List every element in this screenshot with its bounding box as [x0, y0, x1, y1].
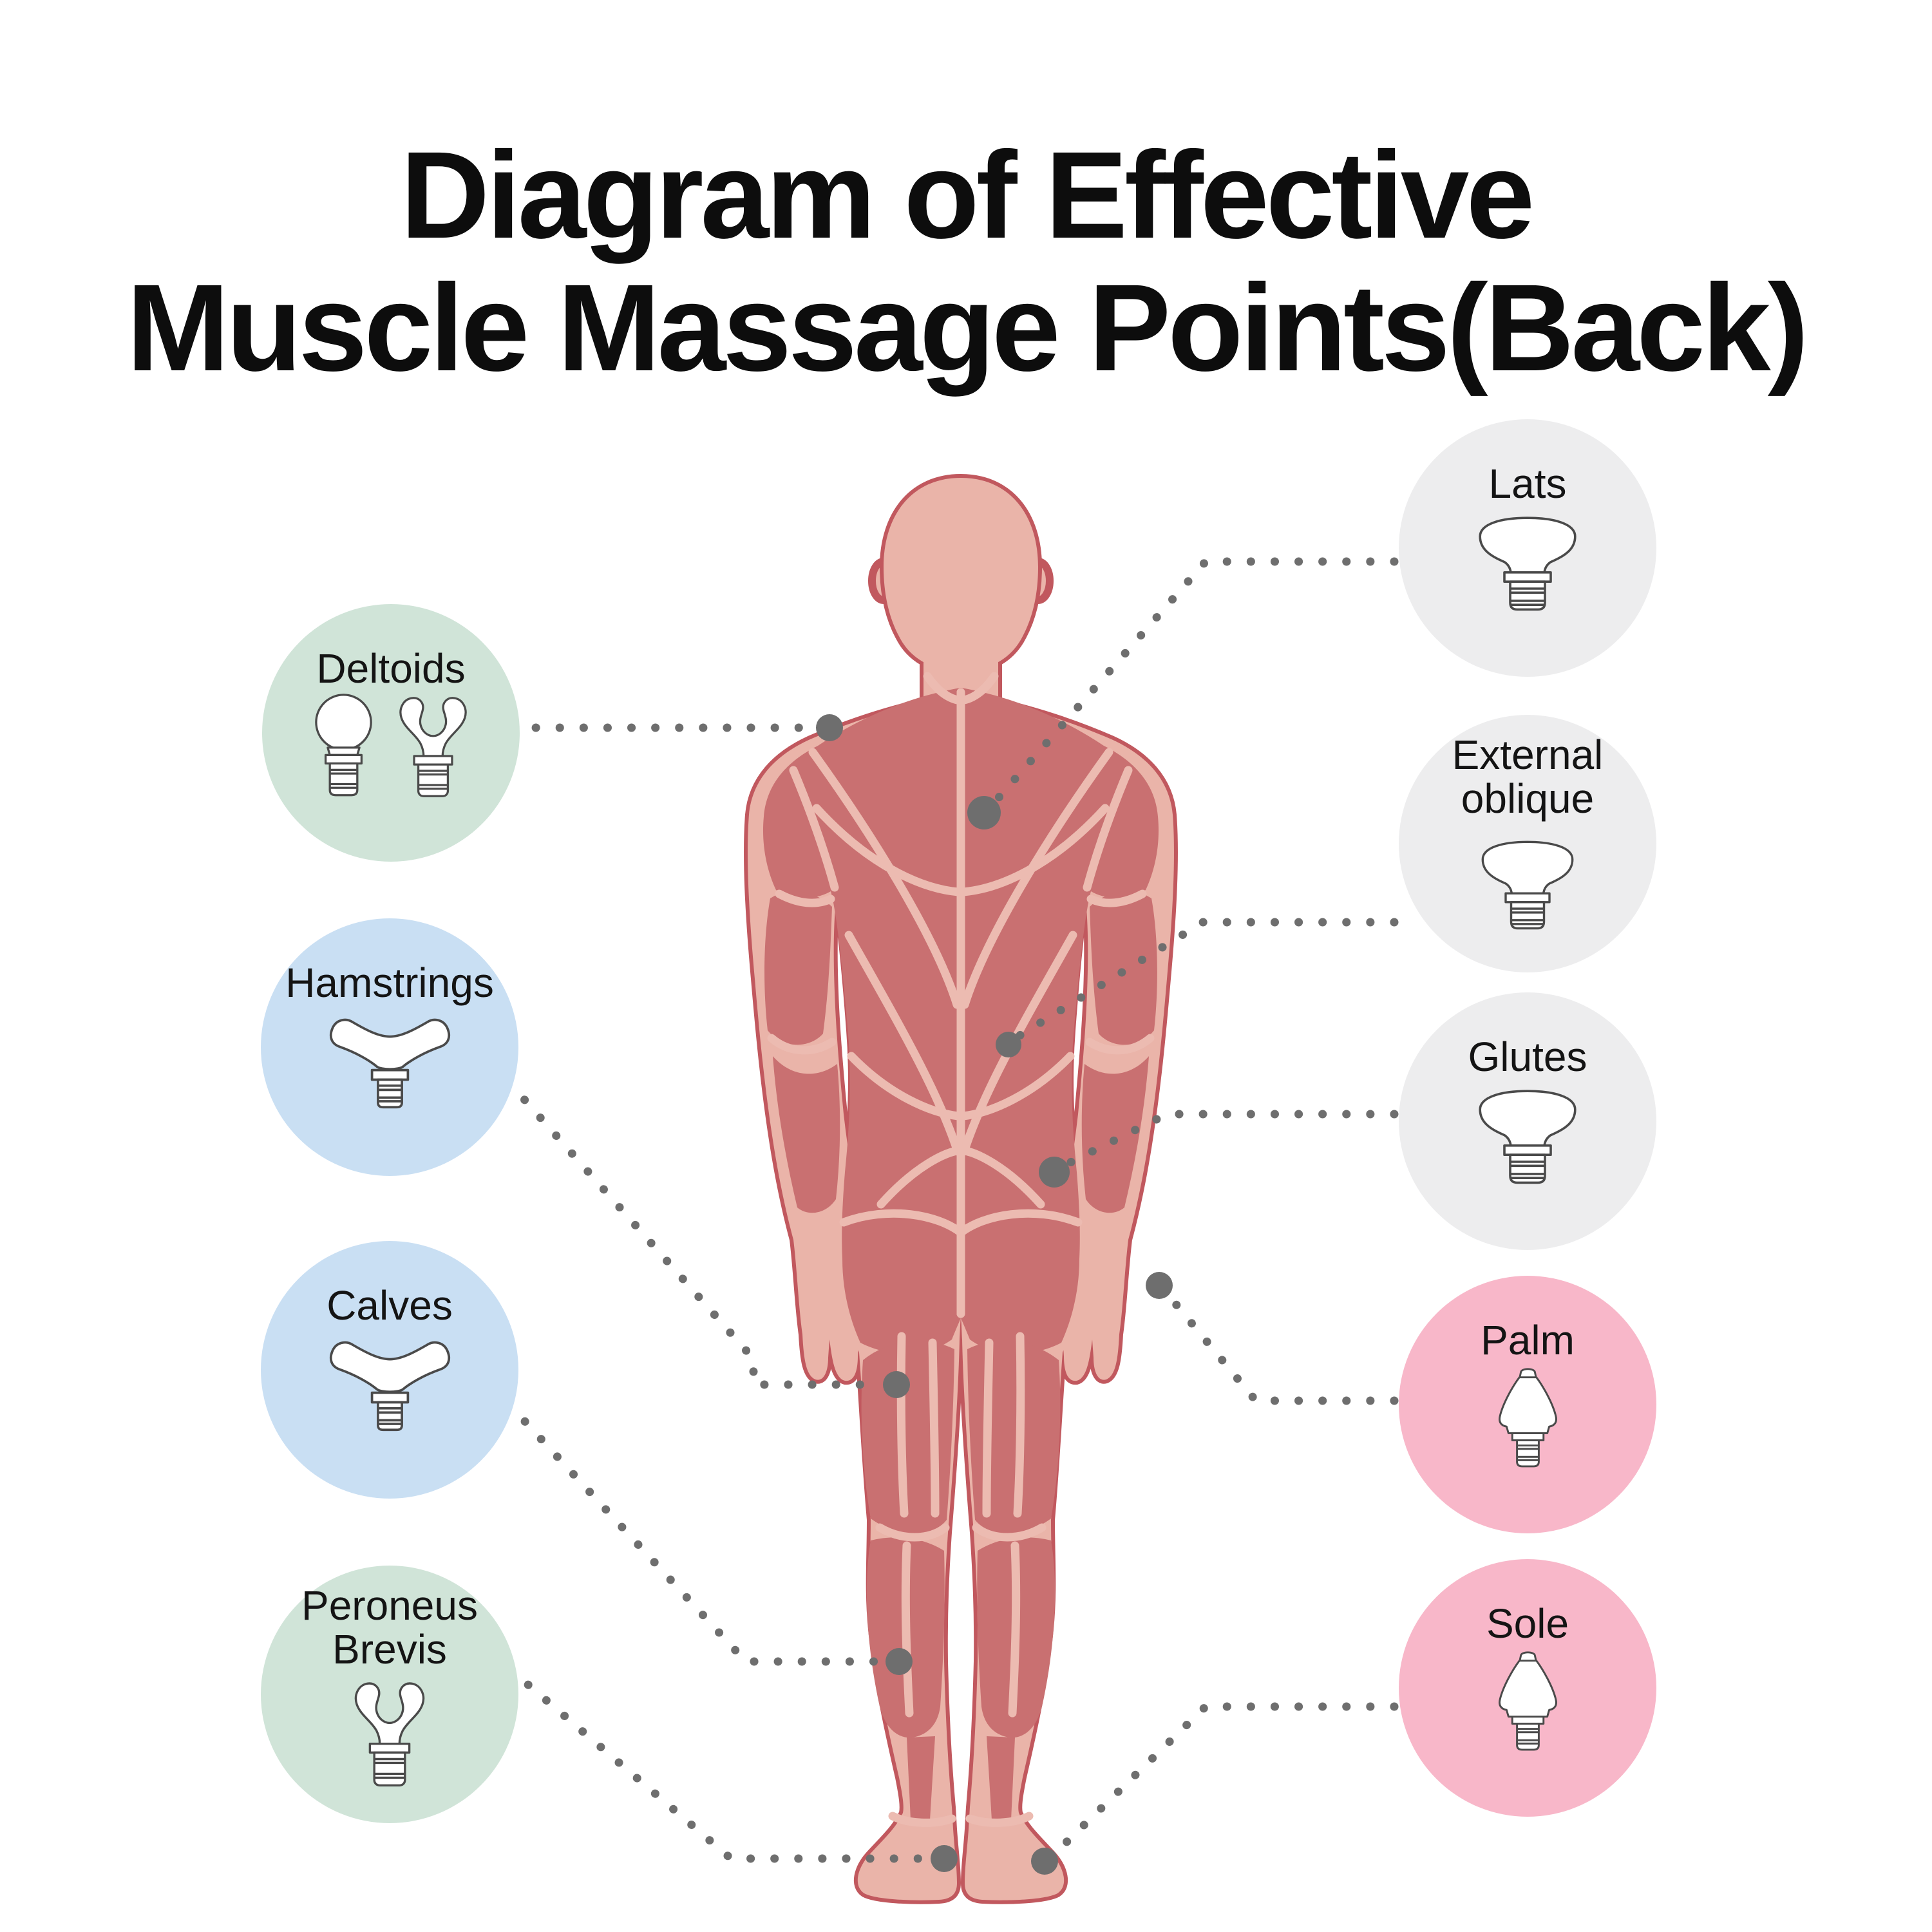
legend-calves-label: Calves — [327, 1282, 453, 1329]
legend-palm-label: Palm — [1481, 1317, 1575, 1363]
legend-deltoids: Deltoids — [262, 604, 520, 862]
cone-head-icon — [1498, 1368, 1557, 1468]
flat-curved-head-icon — [329, 1018, 450, 1109]
legend-palm: Palm — [1399, 1276, 1656, 1533]
connector-lines — [504, 557, 1399, 1863]
massage-points — [816, 714, 1173, 1875]
legend-calves: Calves — [261, 1241, 518, 1499]
flat-head-icon — [1479, 516, 1577, 611]
legend-deltoids-label: Deltoids — [316, 645, 466, 692]
legend-calves-icons — [261, 1323, 518, 1439]
massage-point-hamstrings — [883, 1371, 910, 1398]
legend-glutes-label: Glutes — [1468, 1034, 1587, 1080]
legend-sole-icons — [1399, 1642, 1656, 1757]
legend-hamstrings: Hamstrings — [261, 918, 518, 1176]
massage-point-ext-oblique — [996, 1032, 1021, 1057]
flat-head-icon — [1481, 840, 1574, 929]
legend-extobl-line2: oblique — [1461, 775, 1595, 822]
title-line-1: Diagram of Effective — [400, 126, 1535, 264]
massage-point-glutes — [1039, 1157, 1070, 1188]
legend-peroneus-line1: Peroneus — [301, 1582, 478, 1629]
massage-point-palm — [1146, 1272, 1173, 1299]
connector-ext-oblique — [1013, 918, 1399, 1041]
legend-palm-icons — [1399, 1358, 1656, 1474]
massage-point-deltoids — [816, 714, 843, 741]
legend-lats-label: Lats — [1488, 460, 1567, 507]
connector-calves — [504, 1399, 882, 1666]
legend-glutes-icons — [1399, 1075, 1656, 1191]
connector-glutes — [1059, 1110, 1399, 1170]
legend-lats-icons — [1399, 502, 1656, 618]
legend-lats: Lats — [1399, 419, 1656, 677]
legend-glutes: Glutes — [1399, 992, 1656, 1250]
page-title: Diagram of Effective Muscle Massage Poin… — [0, 129, 1932, 394]
title-line-2: Muscle Massage Points(Back) — [126, 258, 1808, 397]
massage-point-sole — [1031, 1848, 1058, 1875]
connector-palm — [1164, 1291, 1399, 1405]
legend-peroneus-brevis: Peroneus Brevis — [261, 1566, 518, 1823]
legend-peroneus-brevis-label: Peroneus Brevis — [261, 1584, 518, 1671]
cone-head-icon — [1498, 1651, 1557, 1751]
fork-head-icon — [399, 697, 467, 797]
legend-deltoids-icons — [262, 687, 520, 802]
ball-head-icon — [315, 694, 372, 797]
legend-extobl-line1: External — [1452, 732, 1604, 778]
massage-point-calves — [886, 1648, 913, 1675]
connector-peroneus — [506, 1665, 927, 1863]
legend-peroneus-line2: Brevis — [332, 1626, 447, 1672]
fork-head-icon — [354, 1682, 425, 1786]
legend-hamstrings-label: Hamstrings — [285, 960, 494, 1006]
legend-sole: Sole — [1399, 1559, 1656, 1817]
connector-sole — [1052, 1702, 1399, 1857]
legend-external-oblique: External oblique — [1399, 715, 1656, 972]
flat-head-icon — [1479, 1090, 1577, 1184]
legend-hamstrings-icons — [261, 1001, 518, 1117]
connector-hamstrings — [504, 1077, 878, 1389]
body-figure — [748, 474, 1174, 1900]
connector-lats — [990, 557, 1399, 806]
legend-sole-label: Sole — [1486, 1600, 1569, 1647]
massage-point-lats — [967, 796, 1001, 829]
flat-curved-head-icon — [329, 1341, 450, 1432]
legend-external-oblique-label: External oblique — [1399, 733, 1656, 820]
legend-peroneus-icons — [261, 1674, 518, 1790]
massage-point-peroneus — [931, 1845, 958, 1872]
legend-external-oblique-icons — [1399, 823, 1656, 939]
